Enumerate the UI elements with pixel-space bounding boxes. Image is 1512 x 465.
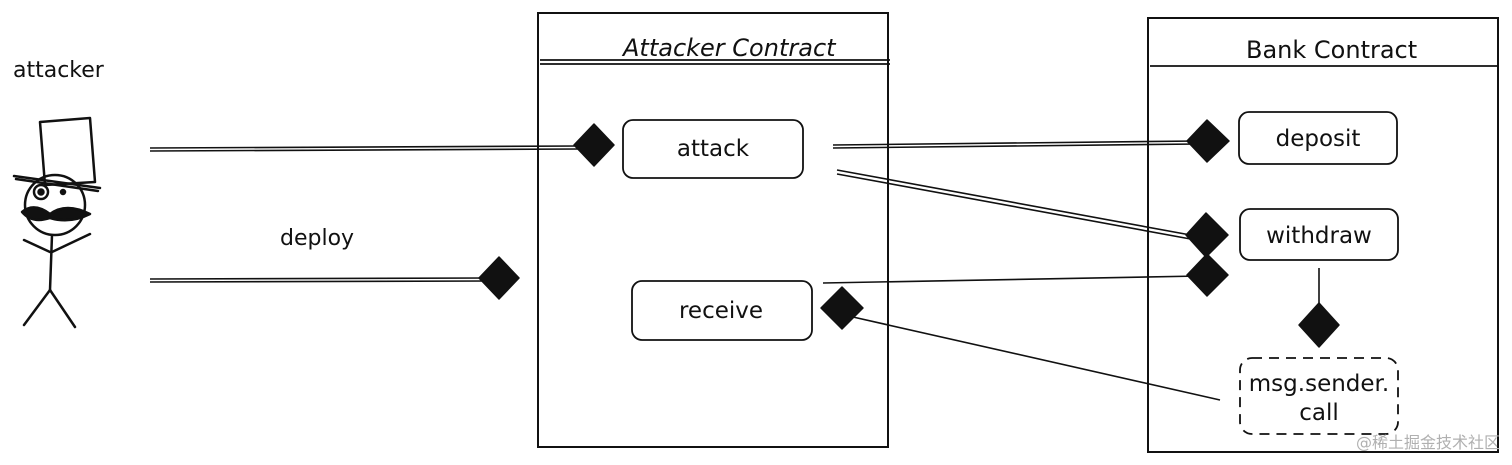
attacker-actor: attacker <box>12 58 105 329</box>
connector-deploy-to-attacker-contract <box>149 277 489 283</box>
connector-attack-to-withdraw <box>836 169 1197 241</box>
connector-lines <box>149 140 1320 401</box>
receive-label: receive <box>679 298 763 324</box>
diamond-icon <box>820 286 864 330</box>
connector-call-to-receive <box>852 316 1221 401</box>
connector-attack-to-deposit <box>832 140 1199 149</box>
deposit-label: deposit <box>1276 126 1361 152</box>
msg-sender-call-label-line2: call <box>1299 400 1339 426</box>
attack-function-box: attack <box>622 119 804 179</box>
stick-figure-top-hat-icon <box>12 116 102 329</box>
deploy-label: deploy <box>280 226 354 251</box>
attacker-contract-container: Attacker Contract <box>537 12 890 448</box>
receive-function-box: receive <box>631 280 813 341</box>
bank-contract-title: Bank Contract <box>1246 36 1417 64</box>
connector-receive-to-withdraw <box>822 275 1201 284</box>
diamond-icon <box>1186 253 1229 297</box>
diamond-icon <box>1185 212 1229 258</box>
diamond-icon <box>1298 302 1340 348</box>
diamond-icon <box>573 123 615 167</box>
withdraw-label: withdraw <box>1266 223 1372 249</box>
attack-label: attack <box>677 136 750 162</box>
diamond-icon <box>478 256 520 300</box>
diamond-icon <box>1186 119 1230 163</box>
connector-attacker-to-attack <box>149 145 581 152</box>
attacker-contract-title: Attacker Contract <box>621 34 837 62</box>
msg-sender-call-box: msg.sender. call <box>1239 357 1399 435</box>
withdraw-function-box: withdraw <box>1239 208 1399 261</box>
msg-sender-call-label-line1: msg.sender. <box>1249 371 1389 397</box>
deposit-function-box: deposit <box>1238 111 1398 165</box>
attacker-label: attacker <box>13 58 105 83</box>
bank-contract-container: Bank Contract <box>1147 17 1499 453</box>
watermark: @稀土掘金技术社区 <box>1355 433 1500 452</box>
diamond-markers <box>478 119 1340 348</box>
